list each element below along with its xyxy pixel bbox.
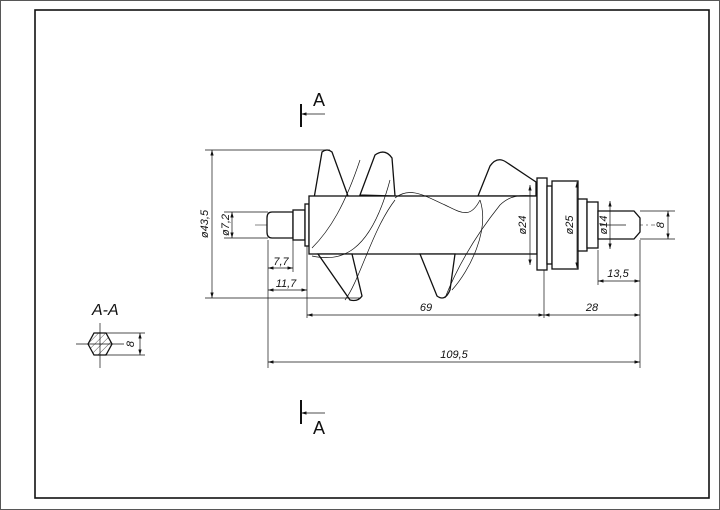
section-mark-top: A	[300, 90, 325, 127]
section-view: A-A 8	[76, 302, 145, 368]
section-title: A-A	[91, 302, 119, 319]
dim-flange-diameter: ø24	[517, 216, 529, 235]
dim-rear-length: 28	[585, 302, 599, 314]
section-mark-bottom: A	[300, 400, 325, 438]
dimension-lines	[210, 150, 670, 364]
dim-square-width: 8	[655, 221, 667, 228]
neck	[586, 201, 599, 249]
dim-tip-length: 7,7	[273, 256, 289, 268]
flight-2	[359, 151, 396, 197]
section-dim: 8	[125, 340, 137, 347]
dim-shoulder-length: 11,7	[276, 278, 297, 290]
dim-screw-length: 69	[420, 302, 432, 314]
shaft-shoulder	[292, 209, 306, 241]
flight-4	[316, 253, 363, 302]
screw-core	[308, 195, 538, 255]
dim-outer-diameter: ø43,5	[199, 209, 211, 238]
flange	[536, 177, 548, 271]
flight-3	[477, 159, 537, 197]
svg-text:A: A	[313, 418, 325, 438]
shaft-tip	[266, 211, 294, 239]
svg-text:A: A	[313, 90, 325, 110]
dim-total-length: 109,5	[440, 349, 468, 361]
flight-5	[419, 253, 456, 299]
dim-square-length: 13,5	[607, 268, 629, 280]
dim-neck-diameter: ø14	[598, 216, 610, 235]
drawing-frame	[34, 9, 710, 499]
dim-collar-diameter: ø25	[564, 215, 576, 235]
dim-tip-diameter: ø7,2	[220, 214, 232, 236]
auger-part	[266, 149, 641, 302]
